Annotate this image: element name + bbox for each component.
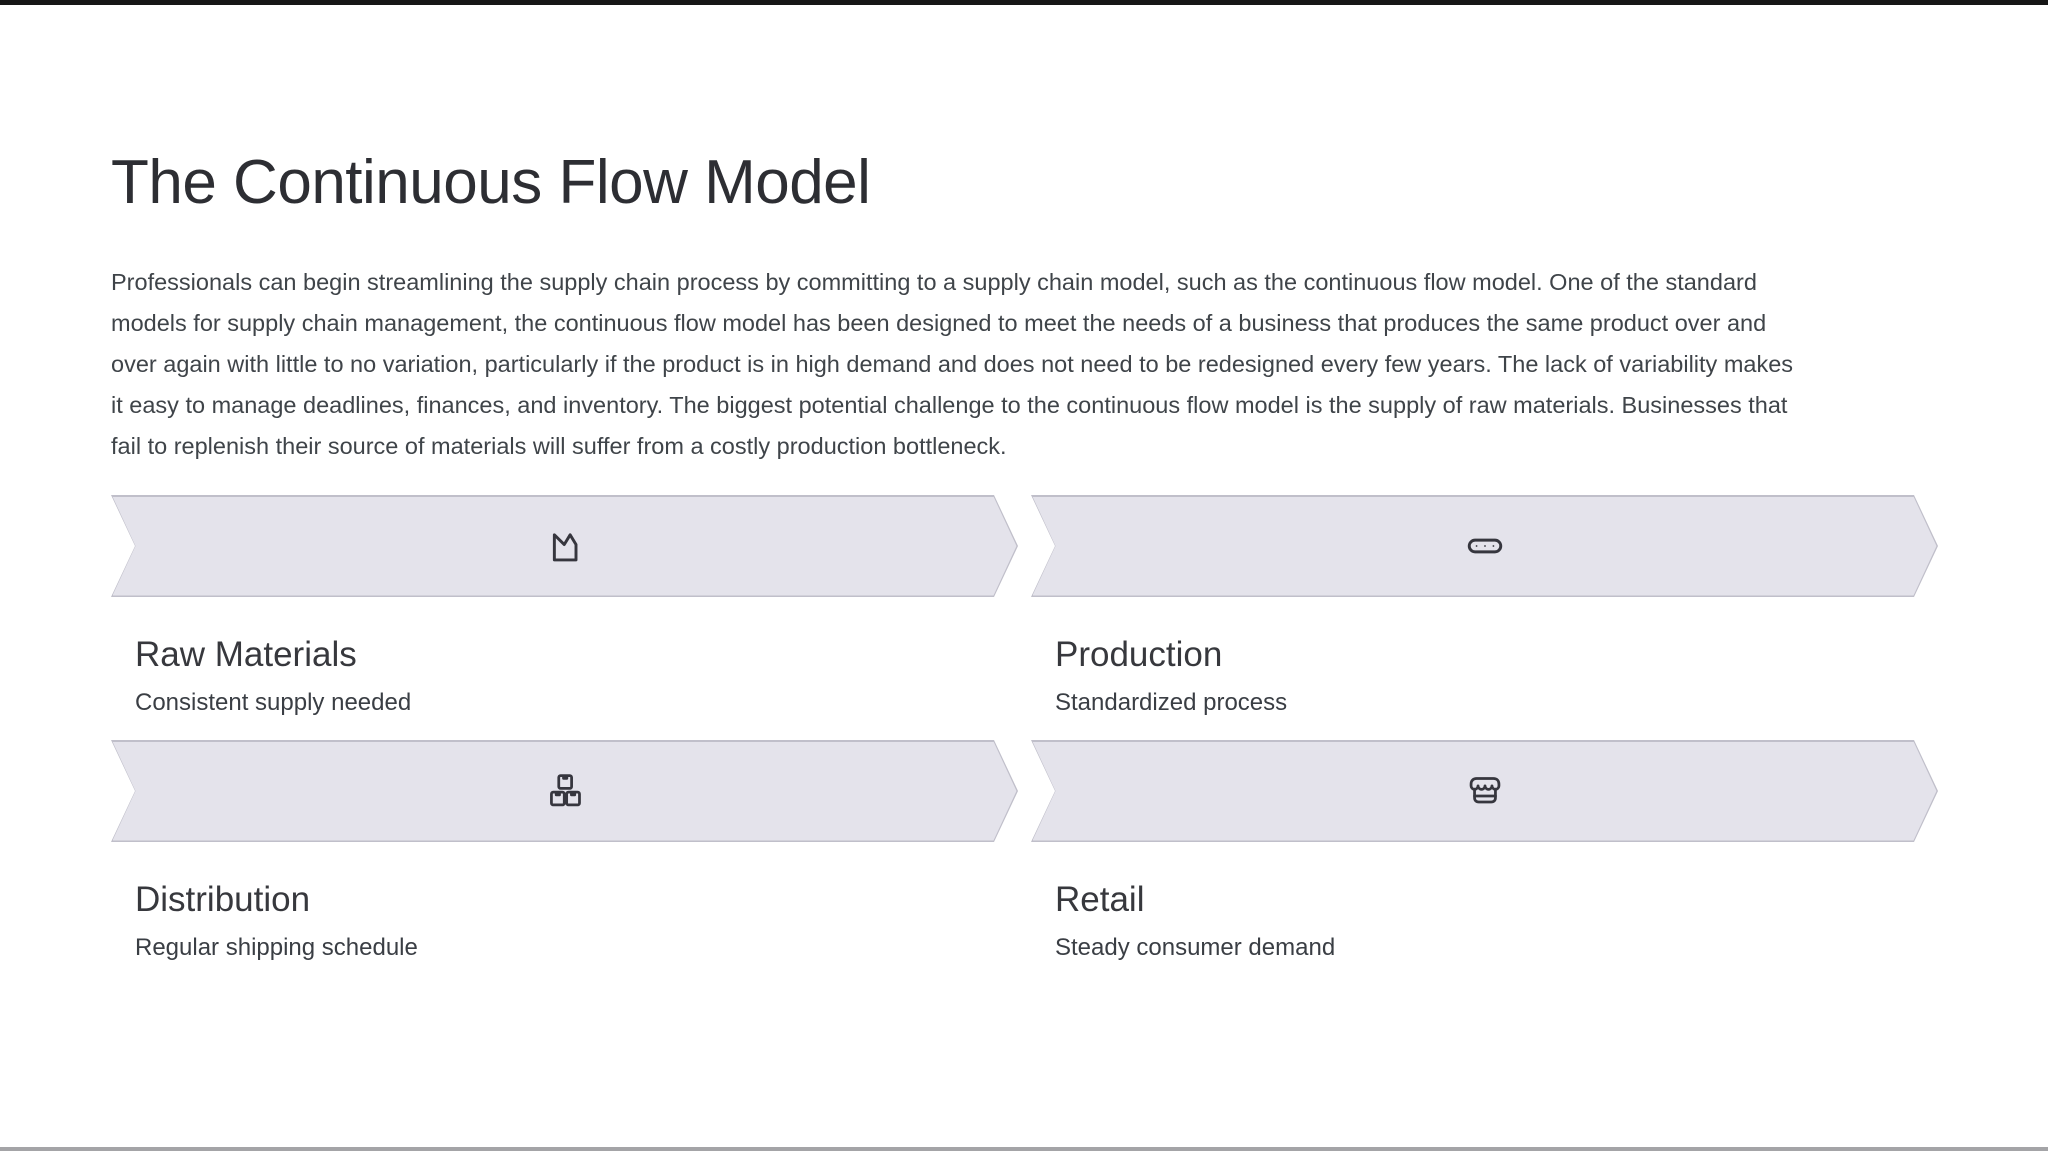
stage-description: Steady consumer demand [1055, 934, 1336, 961]
intro-paragraph: Professionals can begin streamlining the… [111, 262, 1938, 467]
stage-distribution: Distribution Regular shipping schedule [111, 740, 1018, 963]
conveyor-belt-icon [1462, 524, 1508, 568]
bottom-edge-line [0, 1147, 2048, 1151]
paragraph-line: Professionals can begin streamlining the… [111, 269, 1757, 295]
chevron-fill [1033, 497, 1937, 596]
stage-title: Raw Materials [135, 635, 357, 674]
boxes-icon [543, 769, 587, 813]
page-title: The Continuous Flow Model [111, 148, 871, 217]
stage-raw-materials: Raw Materials Consistent supply needed [111, 495, 1018, 718]
stage-description: Standardized process [1055, 689, 1288, 716]
stage-description: Regular shipping schedule [135, 934, 418, 961]
paragraph-line: fail to replenish their source of materi… [111, 433, 1007, 459]
chevron-fill [113, 497, 1017, 596]
paragraph-line: over again with little to no variation, … [111, 351, 1794, 377]
article-content: The Continuous Flow Model Professionals … [111, 0, 1938, 963]
stage-title: Retail [1055, 880, 1145, 919]
chevron-banner [111, 740, 1018, 842]
top-edge-bar [0, 0, 2048, 5]
flow-model-diagram: Raw Materials Consistent supply needed [111, 495, 1938, 963]
stage-title: Production [1055, 635, 1223, 674]
stage-retail: Retail Steady consumer demand [1031, 740, 1938, 963]
stage-production: Production Standardized process [1031, 495, 1938, 718]
paragraph-line: it easy to manage deadlines, finances, a… [111, 392, 1788, 418]
paragraph-line: models for supply chain management, the … [111, 310, 1767, 336]
factory-icon [542, 524, 588, 568]
chevron-fill [1033, 742, 1937, 841]
chevron-banner [111, 495, 1018, 597]
chevron-banner [1031, 740, 1938, 842]
chevron-fill [113, 742, 1017, 841]
store-icon [1463, 769, 1507, 813]
chevron-banner [1031, 495, 1938, 597]
stage-title: Distribution [135, 880, 311, 919]
stage-description: Consistent supply needed [135, 689, 412, 716]
